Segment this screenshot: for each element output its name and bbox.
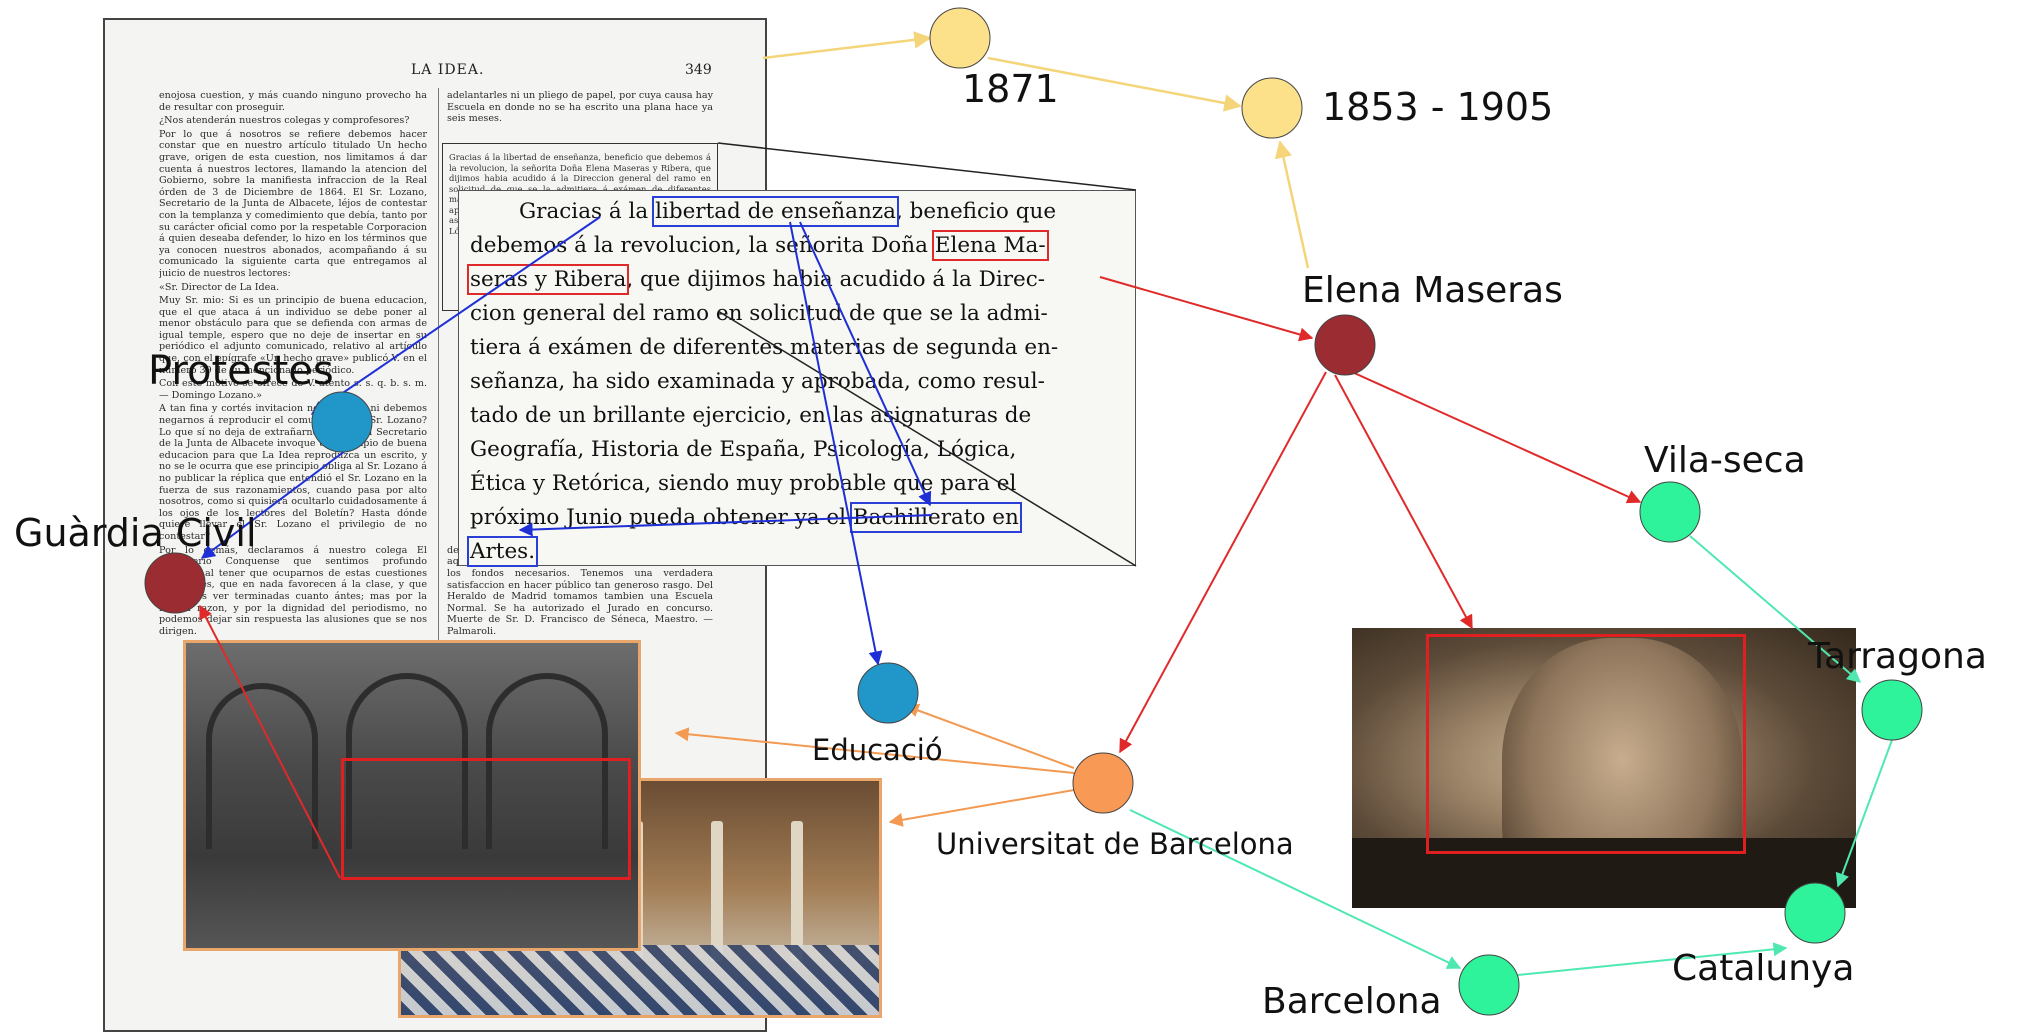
paragraph: Con este motivo se ofrece de V. atento s… (159, 378, 427, 401)
mark-elena: Elena Ma- (931, 230, 1049, 261)
node-guardia-civil[interactable] (144, 552, 206, 614)
node-vila-seca[interactable] (1639, 481, 1701, 543)
node-educacio[interactable] (857, 662, 919, 724)
edge-elena-universitat (1119, 371, 1327, 754)
edge-page-1871 (762, 31, 932, 60)
edge-libertad-educacio (789, 221, 883, 666)
photo-arch (486, 673, 608, 849)
label-1871: 1871 (962, 67, 1059, 111)
node-lifespan[interactable] (1241, 77, 1303, 139)
paragraph: ¿Nos atenderán nuestros colegas y compro… (159, 115, 410, 127)
edge-vilaseca-tarragona (1689, 535, 1862, 683)
tiled-floor (401, 945, 879, 1015)
edge-photo-guardia (199, 604, 341, 879)
paragraph: «Sr. Director de La Idea. (159, 281, 280, 293)
edge-barcelona-catalunya (1517, 942, 1788, 976)
zoomed-excerpt: Gracias á la libertad de enseñanza, bene… (458, 190, 1136, 567)
detection-box (341, 758, 631, 880)
left-column: enojosa cuestion, y más cuando ninguno p… (159, 90, 427, 1020)
column-divider (438, 88, 439, 1018)
portrait-dress (1352, 838, 1856, 908)
label-catalunya: Catalunya (1672, 948, 1854, 989)
edge-libertad-bachillerato (799, 221, 932, 507)
paragraph: Por lo demás, declaramos á nuestro coleg… (159, 544, 427, 637)
edge-elena-lifespan (1274, 140, 1310, 269)
photo-arch (346, 673, 468, 849)
zoom-line: Gracias á la libertad de enseñanza, bene… (519, 196, 1057, 227)
paragraph: enojosa cuestion, y más cuando ninguno p… (159, 90, 427, 113)
edge-universitat-educacio (904, 703, 1075, 769)
label-vila-seca: Vila-seca (1644, 440, 1806, 481)
mark-libertad: libertad de enseñanza (652, 196, 899, 227)
label-lifespan: 1853 - 1905 (1322, 85, 1553, 129)
node-elena-maseras[interactable] (1314, 314, 1376, 376)
edge-1871-lifespan (987, 56, 1242, 112)
zoom-line: Artes. (466, 536, 539, 567)
node-1871[interactable] (929, 7, 991, 69)
label-protestes: Protestes (148, 348, 334, 394)
edge-elena-vilaseca (1351, 371, 1642, 504)
edge-libertad-protestes (310, 216, 601, 415)
edge-elena-portrait (1334, 374, 1473, 630)
label-elena-maseras: Elena Maseras (1302, 270, 1563, 311)
node-universitat[interactable] (1072, 752, 1134, 814)
guardia-civil-photo (183, 640, 641, 951)
newspaper-title: LA IDEA. (411, 62, 485, 78)
edge-universitat-barcelona (1129, 809, 1462, 969)
zoom-line: seras y Ribera, que dijimos habia acudid… (466, 264, 1046, 295)
zoom-line: tado de un brillante ejercicio, en las a… (470, 403, 1032, 428)
label-educacio: Educació (812, 733, 943, 767)
label-barcelona: Barcelona (1262, 981, 1442, 1022)
node-protestes[interactable] (311, 391, 373, 453)
zoom-line: cion general del ramo en solicitud de qu… (470, 301, 1048, 326)
node-tarragona[interactable] (1861, 679, 1923, 741)
edge-universitat-photo (674, 727, 1075, 774)
face-detection-box (1426, 634, 1746, 854)
label-tarragona: Tarragona (1807, 636, 1987, 677)
paragraph: adelantarles ni un pliego de papel, por … (447, 90, 713, 125)
page-number: 349 (685, 62, 712, 78)
photo-column (711, 821, 723, 961)
zoom-line: señanza, ha sido examinada y aprobada, c… (470, 369, 1045, 394)
label-guardia-civil: Guàrdia Civil (14, 511, 257, 555)
edge-mention-elena (1099, 276, 1314, 342)
paragraph: Muy Sr. mio: Si es un principio de buena… (159, 295, 427, 376)
callout-line (717, 142, 1137, 191)
edge-universitat-cloister (888, 789, 1075, 827)
paragraph: Por lo que á nosotros se refiere debemos… (159, 128, 427, 279)
edge-protestes-guardia (200, 435, 366, 559)
node-barcelona[interactable] (1458, 954, 1520, 1016)
edge-bachillerato-artes (518, 514, 933, 537)
photo-arch (206, 683, 318, 849)
edge-tarragona-catalunya (1835, 739, 1893, 888)
photo-column (791, 821, 803, 961)
elena-portrait-photo (1352, 628, 1856, 908)
label-universitat: Universitat de Barcelona (936, 827, 1294, 861)
mark-artes: Artes. (466, 536, 539, 567)
callout-line (717, 310, 1137, 567)
zoom-line: Geografía, Historia de España, Psicologí… (470, 437, 1017, 462)
node-catalunya[interactable] (1784, 882, 1846, 944)
